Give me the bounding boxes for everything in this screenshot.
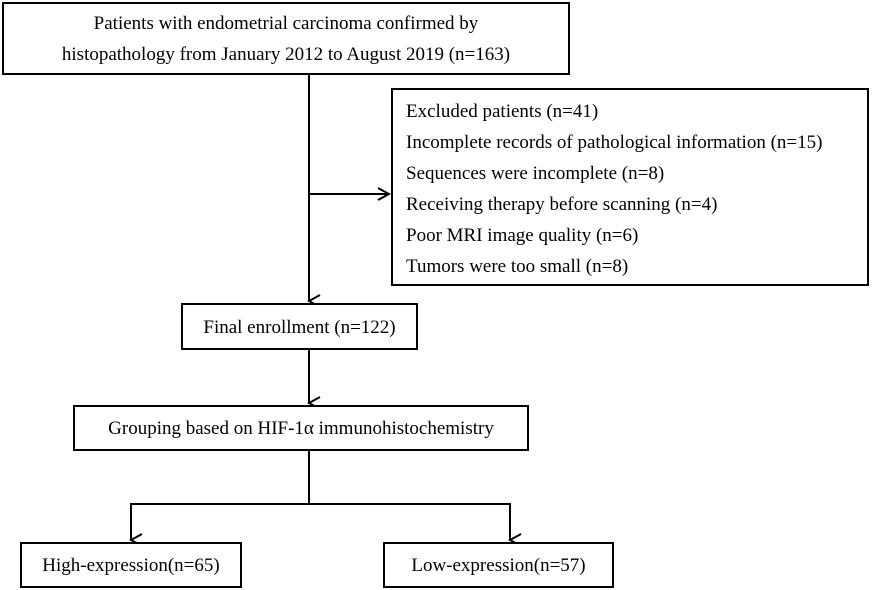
- excluded-reason: Tumors were too small (n=8): [406, 256, 629, 277]
- excluded-title: Excluded patients (n=41): [406, 101, 599, 122]
- low-expression-box: Low-expression(n=57): [383, 542, 614, 588]
- excluded-reason: Poor MRI image quality (n=6): [406, 225, 639, 246]
- grouping-label: Grouping based on HIF-1α immunohistochem…: [108, 418, 494, 439]
- final-enrollment-label: Final enrollment (n=122): [203, 317, 396, 338]
- excluded-reason: Incomplete records of pathological infor…: [406, 132, 823, 153]
- excluded-reason: Sequences were incomplete (n=8): [406, 163, 665, 184]
- source-line-1: Patients with endometrial carcinoma conf…: [93, 13, 479, 34]
- excluded-patients-box: Excluded patients (n=41) Incomplete reco…: [391, 88, 869, 286]
- final-enrollment-box: Final enrollment (n=122): [181, 303, 418, 350]
- source-population-box: Patients with endometrial carcinoma conf…: [2, 2, 570, 75]
- excluded-reason: Receiving therapy before scanning (n=4): [406, 194, 718, 215]
- grouping-box: Grouping based on HIF-1α immunohistochem…: [73, 405, 529, 451]
- source-line-2: histopathology from January 2012 to Augu…: [61, 44, 511, 65]
- low-expression-label: Low-expression(n=57): [411, 555, 586, 576]
- high-expression-label: High-expression(n=65): [42, 555, 220, 576]
- high-expression-box: High-expression(n=65): [20, 542, 242, 588]
